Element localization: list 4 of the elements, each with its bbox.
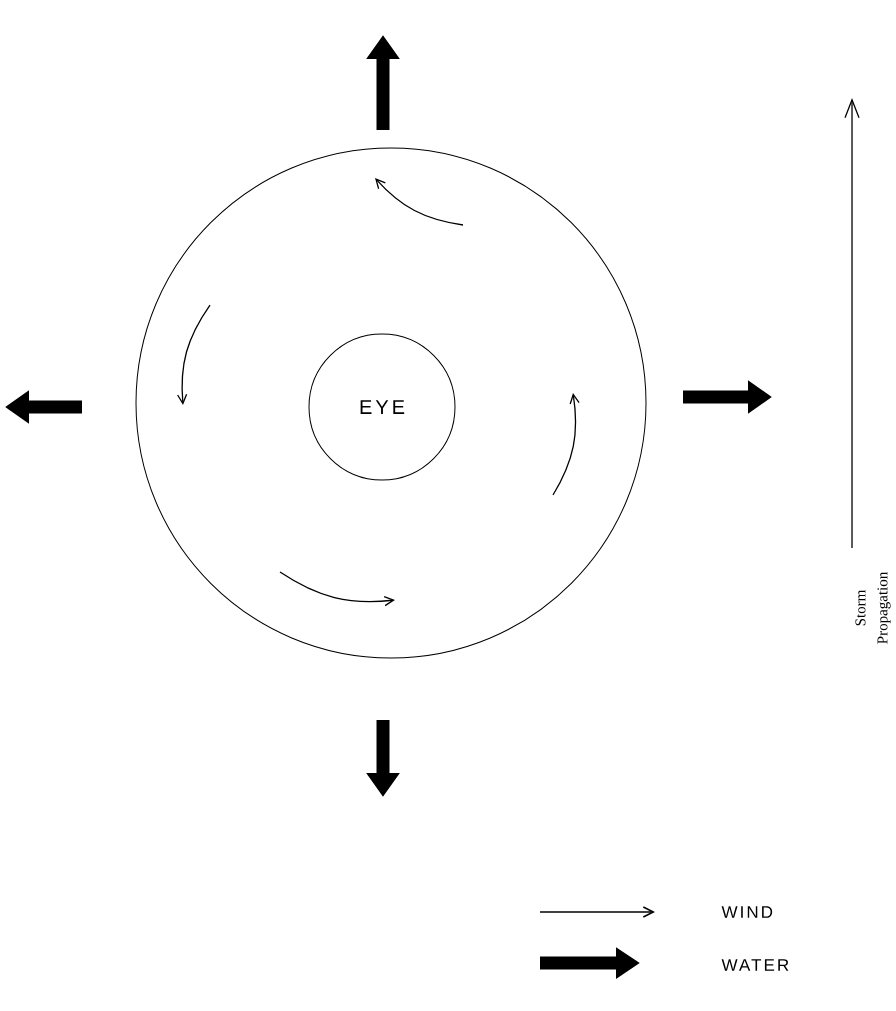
axis-label: Storm Propagation xyxy=(855,572,891,644)
storm-circle xyxy=(135,147,647,659)
legend-label: WATER xyxy=(721,959,789,971)
legend-label: WIND xyxy=(721,906,773,918)
